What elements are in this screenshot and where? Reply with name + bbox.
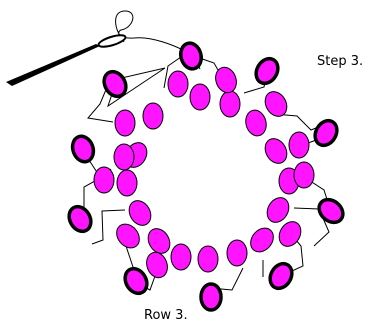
middle-bead-7 [116, 223, 140, 249]
outer-bead-3 [313, 118, 339, 148]
middle-bead-3 [288, 131, 310, 159]
inner-bead-7 [266, 197, 290, 223]
middle-bead-5 [278, 221, 302, 247]
outer-bead-1 [179, 41, 203, 71]
middle-bead-9 [113, 143, 135, 171]
middle-bead-10 [114, 109, 136, 137]
middle-bead-6 [146, 251, 168, 279]
middle-bead-1 [215, 66, 237, 94]
needle-and-thread [6, 10, 184, 86]
middle-bead-2 [264, 91, 288, 117]
outer-bead-2 [254, 56, 280, 86]
outer-bead-8 [67, 204, 93, 234]
middle-bead-8 [93, 166, 115, 194]
inner-bead-4 [245, 109, 267, 137]
middle-bead-4 [293, 161, 315, 189]
needle-eye [97, 34, 127, 48]
inner-bead-1 [167, 70, 189, 98]
inner-bead-14 [116, 169, 138, 197]
step-label: Step 3. [317, 54, 364, 69]
inner-bead-10 [197, 245, 219, 273]
outer-bead-5 [268, 261, 294, 291]
inner-bead-16 [142, 102, 164, 130]
inner-bead-11 [170, 243, 192, 271]
outer-bead-7 [123, 266, 149, 296]
outer-bead-9 [70, 134, 96, 164]
inner-bead-8 [250, 227, 274, 253]
inner-bead-9 [226, 239, 248, 267]
outer-bead-10 [102, 69, 128, 99]
inner-bead-3 [219, 90, 241, 118]
needle-icon [6, 44, 100, 86]
inner-bead-13 [128, 200, 152, 226]
inner-bead-5 [264, 138, 288, 164]
outer-bead-4 [317, 197, 345, 225]
thread-tail [115, 10, 184, 51]
inner-bead-2 [189, 83, 211, 111]
inner-bead-12 [147, 228, 171, 254]
row-label: Row 3. [144, 308, 188, 323]
beads [67, 41, 345, 312]
outer-bead-6 [199, 282, 223, 312]
